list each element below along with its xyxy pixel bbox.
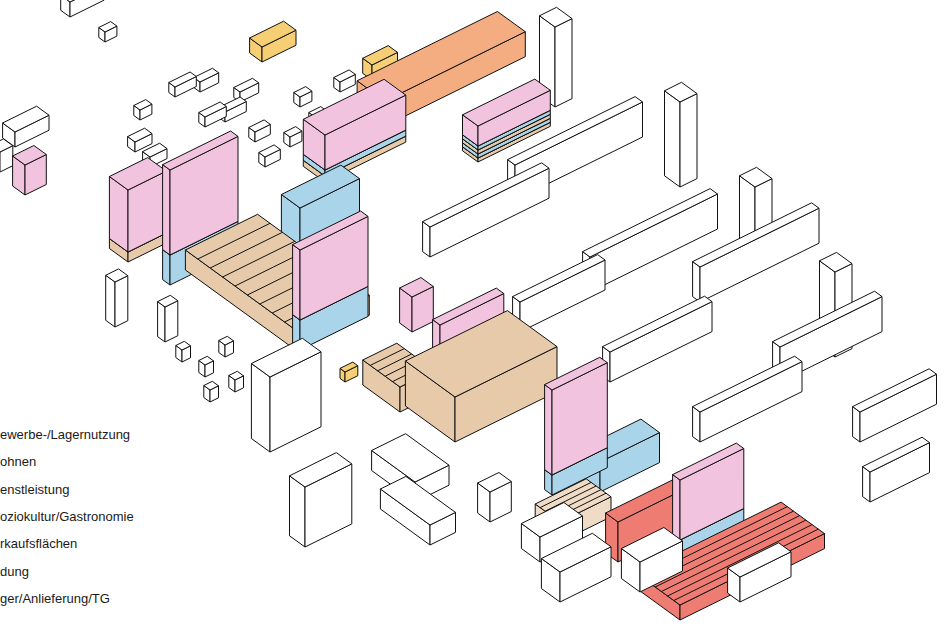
building-side-face [863, 467, 870, 502]
building-roof [405, 311, 557, 397]
building-roof [728, 543, 791, 577]
building-side-face [61, 0, 70, 17]
building-roof [334, 70, 356, 82]
building-roof [740, 167, 773, 187]
building-front-face [70, 0, 104, 17]
building-side-face [106, 275, 115, 327]
building-roof [400, 278, 434, 298]
building-roof [281, 165, 359, 208]
building-roof [521, 503, 582, 538]
building-side-face [853, 407, 860, 442]
building-roof [219, 336, 234, 345]
building-roof [508, 97, 643, 165]
legend-text: ohnen [0, 454, 36, 470]
building-roof [340, 362, 358, 372]
building-roof [204, 381, 219, 390]
building-roof [61, 0, 104, 2]
building-front-face [555, 19, 572, 107]
roof-step-line [198, 223, 270, 259]
building-roof [109, 158, 166, 190]
building-roof [380, 476, 455, 525]
building-roof [294, 87, 312, 97]
legend-text: enstleistung [0, 482, 69, 498]
building-side-face [693, 262, 700, 302]
building-side-face [293, 245, 300, 320]
building-roof [603, 296, 712, 352]
building-front-face [680, 94, 697, 187]
building-roof [259, 145, 281, 157]
building-roof [234, 78, 259, 92]
building-side-face [158, 302, 165, 342]
building-roof [621, 528, 682, 563]
building-side-face [423, 222, 430, 257]
building-roof [463, 79, 551, 126]
building-roof [863, 437, 930, 472]
building-roof [363, 46, 398, 65]
building-side-face [693, 407, 700, 442]
building-roof [541, 533, 611, 572]
building-roof [106, 269, 128, 282]
building-roof [128, 128, 152, 142]
building-roof [284, 127, 302, 137]
roof-step-line [210, 232, 282, 268]
building-side-face [545, 385, 552, 475]
building-side-face [163, 165, 170, 255]
building-side-face [665, 91, 681, 187]
legend-text: ger/Anlieferung/TG [0, 591, 110, 607]
building-side-face [163, 250, 170, 285]
building-roof [513, 255, 605, 302]
building-roof [194, 68, 219, 82]
building-front-face [115, 276, 128, 327]
building-roof [773, 291, 882, 347]
building-roof [583, 189, 718, 257]
building-roof [853, 369, 937, 412]
building-roof [693, 356, 802, 412]
building-roof [134, 100, 152, 110]
building-front-face [165, 301, 178, 342]
building-roof [637, 502, 825, 605]
building-roof [158, 295, 178, 307]
building-roof [820, 252, 853, 272]
legend-text: dung [0, 564, 29, 580]
building-roof [693, 203, 819, 267]
building-roof [0, 139, 13, 152]
building-roof [176, 341, 191, 350]
building-side-face [251, 364, 270, 453]
building-roof [478, 473, 512, 493]
building-roof [251, 338, 321, 377]
roof-step-line [223, 241, 295, 277]
legend-text: ewerbe-/Lagernutzung [0, 427, 130, 443]
building-roof [163, 131, 238, 170]
building-roof [3, 106, 49, 132]
building-roof [372, 434, 449, 482]
legend-text: rkaufsflächen [0, 536, 77, 552]
building-roof [673, 443, 744, 480]
legend-text: oziokultur/Gastronomie [0, 509, 134, 525]
building-roof [423, 163, 549, 227]
building-roof [169, 72, 197, 87]
building-side-face [290, 476, 306, 547]
building-roof [99, 22, 117, 32]
building-roof [540, 7, 573, 27]
building-roof [290, 453, 352, 487]
building-roof [293, 211, 368, 250]
building-roof [229, 371, 244, 380]
building-side-face [673, 475, 680, 540]
building-roof [249, 120, 270, 132]
building-roof [13, 146, 47, 166]
building-roof [199, 356, 214, 365]
building-roof [143, 143, 167, 157]
building-roof [303, 79, 406, 135]
building-roof [199, 102, 227, 117]
building-roof [250, 21, 296, 47]
building-roof [665, 82, 698, 102]
building-roof [545, 357, 608, 390]
roof-step-line [370, 349, 404, 366]
